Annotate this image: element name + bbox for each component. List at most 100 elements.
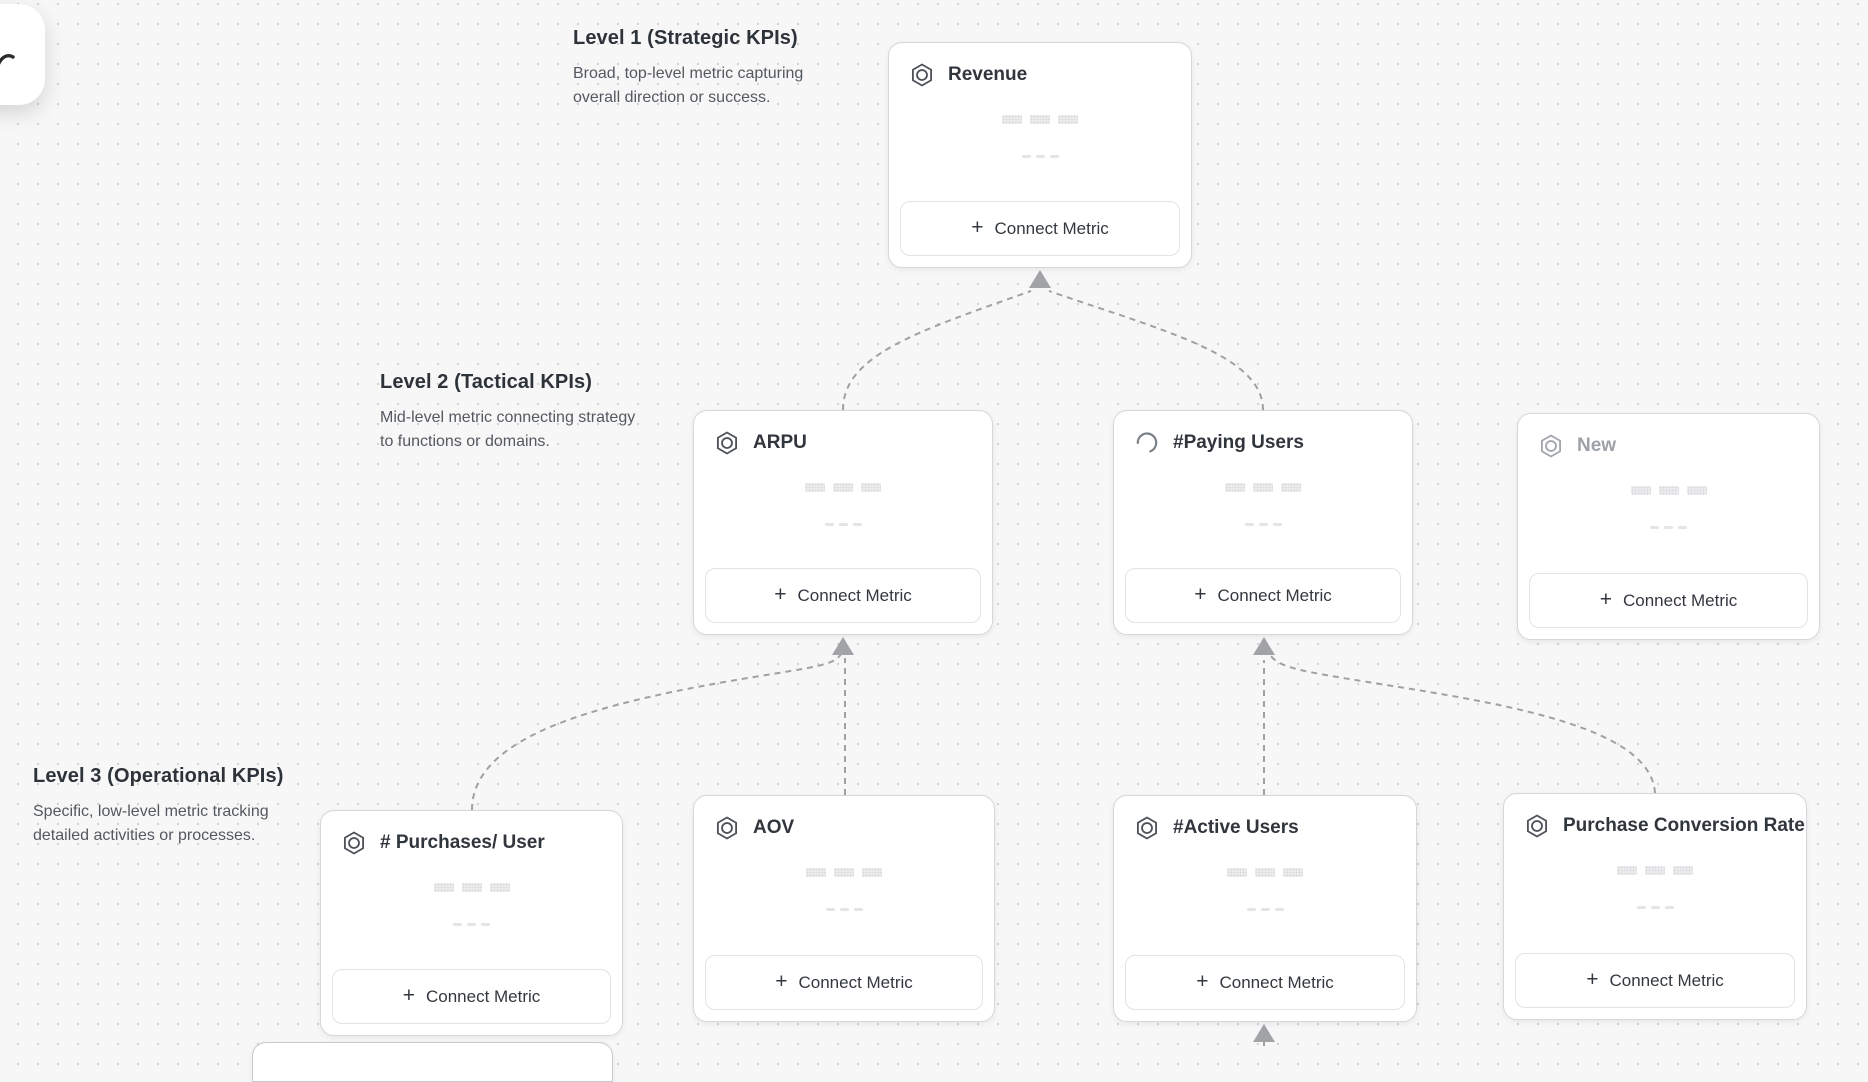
connect-metric-button[interactable]: + Connect Metric xyxy=(1529,573,1808,628)
plus-icon: + xyxy=(1196,970,1209,993)
metric-card-aov[interactable]: AOV + Connect Metric xyxy=(693,795,995,1022)
connect-metric-button[interactable]: + Connect Metric xyxy=(705,568,981,623)
level-header-2: Level 2 (Tactical KPIs) Mid-level metric… xyxy=(380,371,645,454)
plus-icon: + xyxy=(1194,583,1207,606)
metric-card-paying-users[interactable]: #Paying Users + Connect Metric xyxy=(1113,410,1413,635)
level-title: Level 1 (Strategic KPIs) xyxy=(573,27,798,49)
metric-card-partial[interactable] xyxy=(252,1042,613,1082)
plus-icon: + xyxy=(774,583,787,606)
skeleton-bars xyxy=(1617,866,1693,875)
connect-metric-label: Connect Metric xyxy=(1622,590,1738,610)
plus-icon: + xyxy=(402,984,415,1007)
metric-skeleton xyxy=(1114,483,1412,526)
metric-card-new[interactable]: New + Connect Metric xyxy=(1517,413,1820,640)
metric-title: AOV xyxy=(753,817,795,838)
connect-metric-label: Connect Metric xyxy=(797,585,912,605)
connect-metric-label: Connect Metric xyxy=(994,218,1109,238)
card-header: Purchase Conversion Rate xyxy=(1504,794,1806,839)
metric-skeleton xyxy=(694,868,994,911)
metric-skeleton xyxy=(1518,486,1819,529)
metric-title: Purchase Conversion Rate xyxy=(1563,815,1805,836)
metric-skeleton xyxy=(321,883,622,926)
card-header: # Purchases/ User xyxy=(321,811,622,856)
skeleton-dashes xyxy=(1650,526,1687,529)
card-header: AOV xyxy=(694,796,994,841)
connect-metric-label: Connect Metric xyxy=(798,972,913,992)
card-header: Revenue xyxy=(889,43,1191,88)
plus-icon: + xyxy=(971,216,984,239)
metric-title: New xyxy=(1577,435,1617,456)
connect-metric-label: Connect Metric xyxy=(1219,972,1334,992)
metric-hexagon-icon xyxy=(1540,434,1562,458)
level-title: Level 2 (Tactical KPIs) xyxy=(380,371,593,393)
skeleton-bars xyxy=(433,883,510,892)
skeleton-bars xyxy=(1630,486,1707,495)
arrowhead-into-paying-users xyxy=(1253,637,1275,655)
metric-card-revenue[interactable]: Revenue + Connect Metric xyxy=(888,42,1192,268)
skeleton-bars xyxy=(1002,115,1078,124)
metric-title: #Active Users xyxy=(1173,817,1299,838)
connect-metric-button[interactable]: + Connect Metric xyxy=(1125,955,1405,1010)
metric-skeleton xyxy=(694,483,992,526)
connect-metric-label: Connect Metric xyxy=(1217,585,1332,605)
skeleton-bars xyxy=(1225,483,1301,492)
loading-spinner-icon xyxy=(1136,432,1158,453)
card-header: ARPU xyxy=(694,411,992,456)
arrowhead-into-revenue xyxy=(1029,270,1051,288)
skeleton-dashes xyxy=(824,523,862,526)
metric-title: # Purchases/ User xyxy=(380,832,545,853)
skeleton-dashes xyxy=(1244,523,1282,526)
card-header: New xyxy=(1518,414,1819,459)
cursor-glyph-icon xyxy=(0,54,15,65)
connector-purchases-per-user-to-arpu xyxy=(471,651,843,811)
corner-widget[interactable] xyxy=(0,4,45,105)
skeleton-dashes xyxy=(1021,155,1059,158)
skeleton-dashes xyxy=(1636,906,1674,909)
metric-hexagon-icon xyxy=(716,431,738,455)
level-description: Broad, top-level metric capturing overal… xyxy=(573,65,804,106)
metric-skeleton xyxy=(1504,866,1806,909)
metric-title: Revenue xyxy=(948,64,1028,85)
metric-card-purchase-conversion-rate[interactable]: Purchase Conversion Rate + Connect Metri… xyxy=(1503,793,1807,1020)
metric-title: #Paying Users xyxy=(1173,432,1304,453)
metric-card-active-users[interactable]: #Active Users + Connect Metric xyxy=(1113,795,1417,1022)
connector-arpu-to-revenue xyxy=(842,290,1032,411)
level-header-3: Level 3 (Operational KPIs) Specific, low… xyxy=(33,765,298,848)
level-description: Specific, low-level metric tracking deta… xyxy=(33,803,269,844)
arrowhead-into-arpu xyxy=(832,637,854,655)
card-header: #Active Users xyxy=(1114,796,1416,841)
metric-card-arpu[interactable]: ARPU + Connect Metric xyxy=(693,410,993,635)
connect-metric-label: Connect Metric xyxy=(425,986,541,1006)
connector-paying-users-to-revenue xyxy=(1048,290,1264,411)
metric-card-purchases-per-user[interactable]: # Purchases/ User + Connect Metric xyxy=(320,810,623,1036)
plus-icon: + xyxy=(1599,588,1612,611)
card-header: #Paying Users xyxy=(1114,411,1412,456)
metric-hexagon-icon xyxy=(911,63,933,87)
connect-metric-button[interactable]: + Connect Metric xyxy=(705,955,983,1010)
connect-metric-label: Connect Metric xyxy=(1609,970,1724,990)
plus-icon: + xyxy=(1586,968,1599,991)
metric-skeleton xyxy=(889,115,1191,158)
connect-metric-button[interactable]: + Connect Metric xyxy=(1125,568,1401,623)
metric-hexagon-icon xyxy=(1526,814,1548,838)
metric-hexagon-icon xyxy=(716,816,738,840)
skeleton-bars xyxy=(806,868,882,877)
connector-purchase-conversion-rate-to-paying-users xyxy=(1268,652,1656,794)
skeleton-bars xyxy=(1227,868,1303,877)
metric-skeleton xyxy=(1114,868,1416,911)
metric-hexagon-icon xyxy=(1136,816,1158,840)
skeleton-dashes xyxy=(825,908,863,911)
metric-title: ARPU xyxy=(753,432,807,453)
connect-metric-button[interactable]: + Connect Metric xyxy=(900,201,1180,256)
metric-hexagon-icon xyxy=(343,831,365,855)
level-description: Mid-level metric connecting strategy to … xyxy=(380,409,636,450)
connect-metric-button[interactable]: + Connect Metric xyxy=(1515,953,1795,1008)
skeleton-dashes xyxy=(1246,908,1284,911)
plus-icon: + xyxy=(775,970,788,993)
connect-metric-button[interactable]: + Connect Metric xyxy=(332,969,611,1024)
skeleton-dashes xyxy=(453,923,490,926)
level-title: Level 3 (Operational KPIs) xyxy=(33,765,284,787)
skeleton-bars xyxy=(805,483,881,492)
arrowhead-into-active-users xyxy=(1253,1024,1275,1042)
